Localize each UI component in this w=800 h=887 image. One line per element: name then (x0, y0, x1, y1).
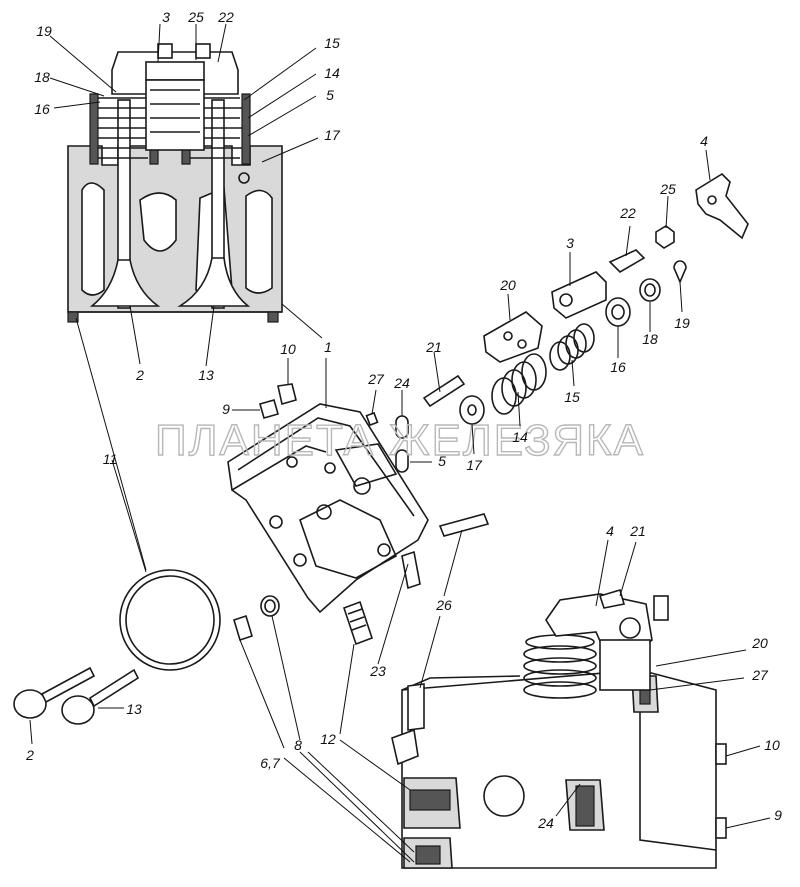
label-ex-25: 25 (659, 181, 676, 197)
part-labels: 3 25 22 19 18 16 15 14 5 17 2 13 1 4 25 … (25, 9, 782, 831)
label-ex-18: 18 (642, 331, 658, 347)
label-bl-20: 20 (751, 635, 768, 651)
label-ex-26: 26 (435, 597, 452, 613)
label-ex-6-7: 6,7 (260, 755, 281, 771)
label-bl-10: 10 (764, 737, 780, 753)
label-tl-13: 13 (198, 367, 214, 383)
label-tl-3: 3 (162, 9, 170, 25)
head-cross-section (67, 43, 283, 323)
label-ex-21: 21 (425, 339, 442, 355)
loose-valves (13, 666, 140, 725)
label-ex-5: 5 (438, 453, 446, 469)
label-tl-19: 19 (36, 23, 52, 39)
leader-lines (29, 23, 771, 863)
label-ex-10: 10 (280, 341, 296, 357)
label-ex-20: 20 (499, 277, 516, 293)
label-tl-22: 22 (217, 9, 234, 25)
label-ex-27: 27 (367, 371, 385, 387)
label-tl-14: 14 (324, 65, 340, 81)
label-ex-4: 4 (700, 133, 708, 149)
label-ex-14: 14 (512, 429, 528, 445)
label-tl-5: 5 (326, 87, 334, 103)
watermark-text: ПЛАНЕТА ЖЕЛЕЗЯКА (155, 416, 645, 465)
label-bl-21: 21 (629, 523, 646, 539)
loose-parts (233, 172, 749, 646)
label-tl-1: 1 (324, 339, 332, 355)
label-ex-13: 13 (126, 701, 142, 717)
label-ex-17: 17 (466, 457, 483, 473)
gasket-ring (119, 569, 221, 671)
label-ex-22: 22 (619, 205, 636, 221)
label-ex-9: 9 (222, 401, 230, 417)
label-ex-24: 24 (393, 375, 410, 391)
label-tl-18: 18 (34, 69, 50, 85)
label-ex-8: 8 (294, 737, 302, 753)
label-bl-9: 9 (774, 807, 782, 823)
valve-stems (89, 99, 251, 309)
label-ex-12: 12 (320, 731, 336, 747)
label-ex-19: 19 (674, 315, 690, 331)
label-tl-15: 15 (324, 35, 340, 51)
label-tl-2: 2 (135, 367, 144, 383)
label-tl-17: 17 (324, 127, 341, 143)
label-bl-27: 27 (751, 667, 769, 683)
label-bl-24: 24 (537, 815, 554, 831)
label-ex-2: 2 (25, 747, 34, 763)
label-ex-11: 11 (103, 451, 118, 467)
assembled-head-section (391, 589, 727, 869)
label-ex-16: 16 (610, 359, 626, 375)
label-tl-16: 16 (34, 101, 50, 117)
valve-springs (89, 93, 251, 165)
cylinder-head-block (227, 403, 429, 614)
label-ex-15: 15 (564, 389, 580, 405)
label-tl-25: 25 (187, 9, 204, 25)
label-bl-4: 4 (606, 523, 614, 539)
label-ex-3: 3 (566, 235, 574, 251)
label-ex-23: 23 (369, 663, 386, 679)
